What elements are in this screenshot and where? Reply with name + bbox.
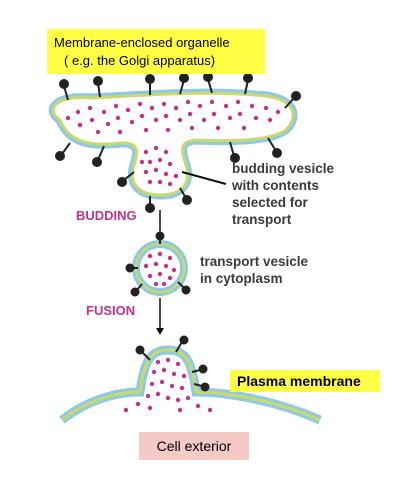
golgi-organelle [48,72,301,213]
budding-vesicle-label: budding vesicle with contents selected f… [232,160,334,228]
vesicle-receptors [125,231,191,297]
golgi-cargo [65,99,281,187]
budding-vesicle-label-line: budding vesicle [232,161,335,176]
plasma-membrane [59,335,322,425]
budding-vesicle-label-line: selected for [232,195,308,210]
golgi-receptors [55,72,301,213]
fusion-cargo [123,357,213,413]
membrane-receptors [135,335,210,392]
step-budding: BUDDING [76,208,137,223]
organelle-title-box: Membrane-enclosed organelle ( e.g. the G… [47,29,265,74]
budding-vesicle-label-line: with contents [232,178,319,193]
budding-pointer-line [181,171,227,185]
organelle-title-line1: Membrane-enclosed organelle [54,35,230,50]
transport-vesicle-label-line: in cytoplasm [200,271,283,286]
transport-vesicle-label: transport vesicle in cytoplasm [200,253,308,287]
plasma-membrane-inner [61,348,321,422]
organelle-title-line2: ( e.g. the Golgi apparatus) [64,53,216,68]
step-fusion: FUSION [86,303,136,318]
budding-vesicle-label-line: transport [232,212,292,227]
vesicle-cargo [143,251,177,287]
cell-exterior-label: Cell exterior [139,432,249,460]
transport-vesicle-label-line: transport vesicle [200,254,309,269]
arrow-fusion [156,298,164,335]
transport-vesicle [125,231,191,297]
plasma-membrane-label: Plasma membrane [230,370,380,392]
